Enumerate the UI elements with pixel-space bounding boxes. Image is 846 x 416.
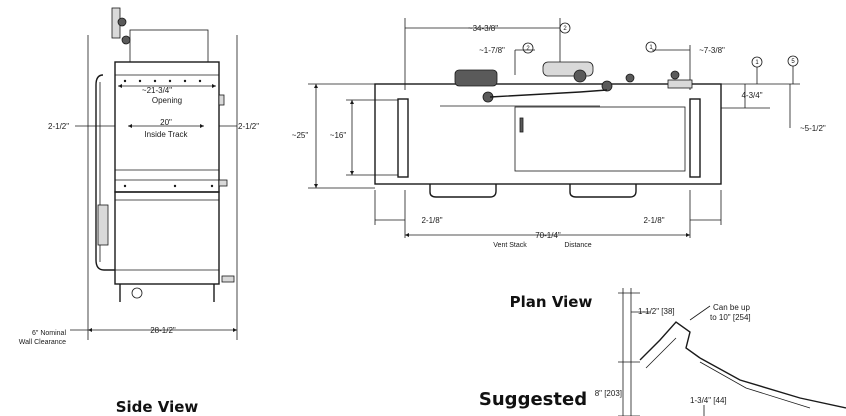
suggested-detail-drawing <box>618 288 846 416</box>
side-opening-width: ~21-3/4" <box>142 86 172 95</box>
side-wall-clearance-2: Wall Clearance <box>19 339 66 346</box>
side-view-drawing <box>70 7 238 340</box>
suggested-heading: Suggested <box>479 389 587 410</box>
callout-1b: 1 <box>755 60 759 66</box>
plan-overall-top: ~34-3/8" <box>468 24 498 33</box>
side-track-width: 20" <box>160 118 172 127</box>
callout-2a: 2 <box>563 26 567 32</box>
side-wall-clearance-1: 6" Nominal <box>32 330 66 337</box>
plan-right-bottom: 2-1/8" <box>643 216 664 225</box>
plan-inner-height: ~16" <box>330 131 347 140</box>
callout-1a: 1 <box>649 45 653 51</box>
plan-overall-width: 70-1/4" <box>535 231 561 240</box>
side-right-offset: 2-1/2" <box>238 122 259 131</box>
plan-distance: Distance <box>564 242 591 249</box>
suggested-lip: 1-3/4" [44] <box>690 396 727 405</box>
side-depth: 28-1/2" <box>150 326 176 335</box>
plan-right-offset: ~7-3/8" <box>699 46 725 55</box>
plan-small-offset: ~1-7/8" <box>479 46 505 55</box>
plan-height: ~25" <box>292 131 309 140</box>
side-view-heading: Side View <box>116 398 199 416</box>
callout-5: 5 <box>791 59 795 65</box>
suggested-height: 8" [203] <box>595 389 622 398</box>
suggested-flange: 1-1/2" [38] <box>638 307 675 316</box>
plan-vent-stack: Vent Stack <box>493 242 527 249</box>
plan-view-drawing <box>308 18 800 238</box>
side-track-label: Inside Track <box>144 130 188 139</box>
suggested-note-2: to 10" [254] <box>710 313 751 322</box>
plan-view-heading: Plan View <box>510 293 593 311</box>
plan-right-height: 4-3/4" <box>741 91 762 100</box>
plan-left-bottom: 2-1/8" <box>421 216 442 225</box>
plan-right-far: ~5-1/2" <box>800 124 826 133</box>
callout-2b: 2 <box>526 46 530 52</box>
side-opening-label: Opening <box>152 96 182 105</box>
side-left-offset: 2-1/2" <box>48 122 69 131</box>
suggested-note-1: Can be up <box>713 303 750 312</box>
